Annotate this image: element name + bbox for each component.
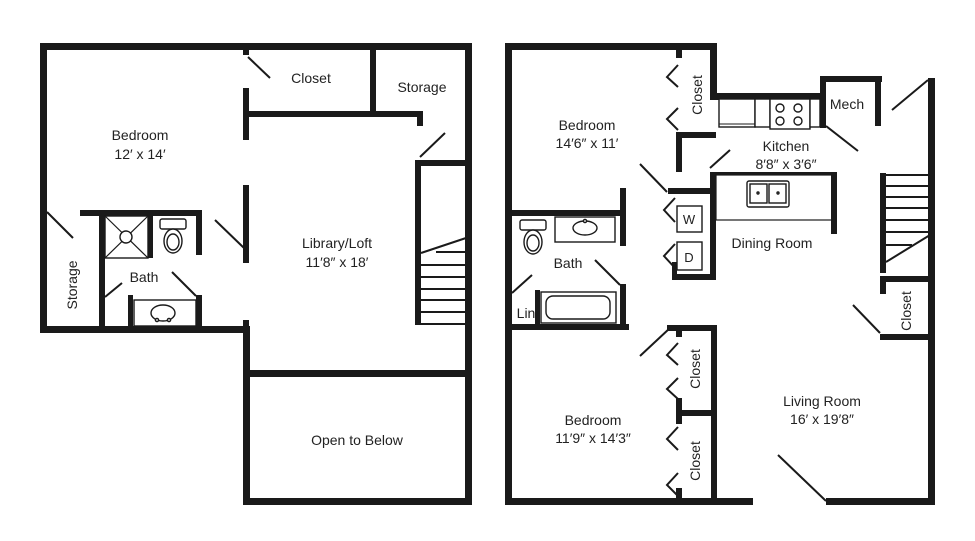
room-label-kitchen: Kitchen	[763, 138, 810, 154]
dryer-label: D	[684, 250, 693, 265]
toilet-icon-main	[519, 219, 547, 255]
room-size-library-loft: 11′8″ x 18′	[306, 254, 369, 270]
room-label-closet-lower-1: Closet	[687, 349, 703, 389]
room-size-upper-bedroom: 12′ x 14′	[114, 146, 166, 162]
room-label-living-room: Living Room	[783, 393, 861, 409]
main-floor-plan: W D	[505, 43, 935, 505]
room-label-closet-right: Closet	[898, 291, 914, 331]
room-label-upper-storage-side: Storage	[64, 260, 80, 309]
bathtub-icon	[540, 291, 617, 324]
kitchen-sink-icon	[746, 180, 790, 208]
shower-icon	[104, 215, 153, 259]
stairs-upper	[420, 237, 467, 325]
dryer-icon: D	[676, 241, 703, 271]
sink-icon	[133, 299, 197, 327]
room-label-main-bedroom-bottom: Bedroom	[565, 412, 622, 428]
room-label-dining-room: Dining Room	[732, 235, 813, 251]
room-label-linen: Lin	[517, 305, 536, 321]
room-label-open-to-below: Open to Below	[311, 432, 404, 448]
room-size-kitchen: 8′8″ x 3′6″	[755, 156, 816, 172]
room-label-closet-lower-2: Closet	[687, 441, 703, 481]
room-size-living-room: 16′ x 19′8″	[790, 411, 854, 427]
refrigerator-icon	[718, 98, 756, 128]
room-size-main-bedroom-bottom: 11′9″ x 14′3″	[555, 430, 631, 446]
room-label-mech: Mech	[830, 96, 864, 112]
room-label-closet-top: Closet	[689, 75, 705, 115]
upper-floor-plan: Bedroom 12′ x 14′ Closet Storage Storage…	[40, 43, 472, 505]
washer-icon: W	[676, 205, 703, 233]
room-size-main-bedroom-top: 14′6″ x 11′	[556, 135, 619, 151]
toilet-icon	[159, 218, 187, 254]
room-label-library-loft: Library/Loft	[302, 235, 372, 251]
stove-icon	[769, 98, 811, 130]
washer-label: W	[683, 212, 696, 227]
vanity-sink-icon	[554, 216, 616, 243]
room-label-main-bath: Bath	[554, 255, 583, 271]
room-label-upper-storage-top: Storage	[397, 79, 446, 95]
room-label-upper-closet: Closet	[291, 70, 331, 86]
room-label-upper-bedroom: Bedroom	[112, 127, 169, 143]
room-label-main-bedroom-top: Bedroom	[559, 117, 616, 133]
room-label-upper-bath: Bath	[130, 269, 159, 285]
stairs-main	[885, 174, 931, 263]
